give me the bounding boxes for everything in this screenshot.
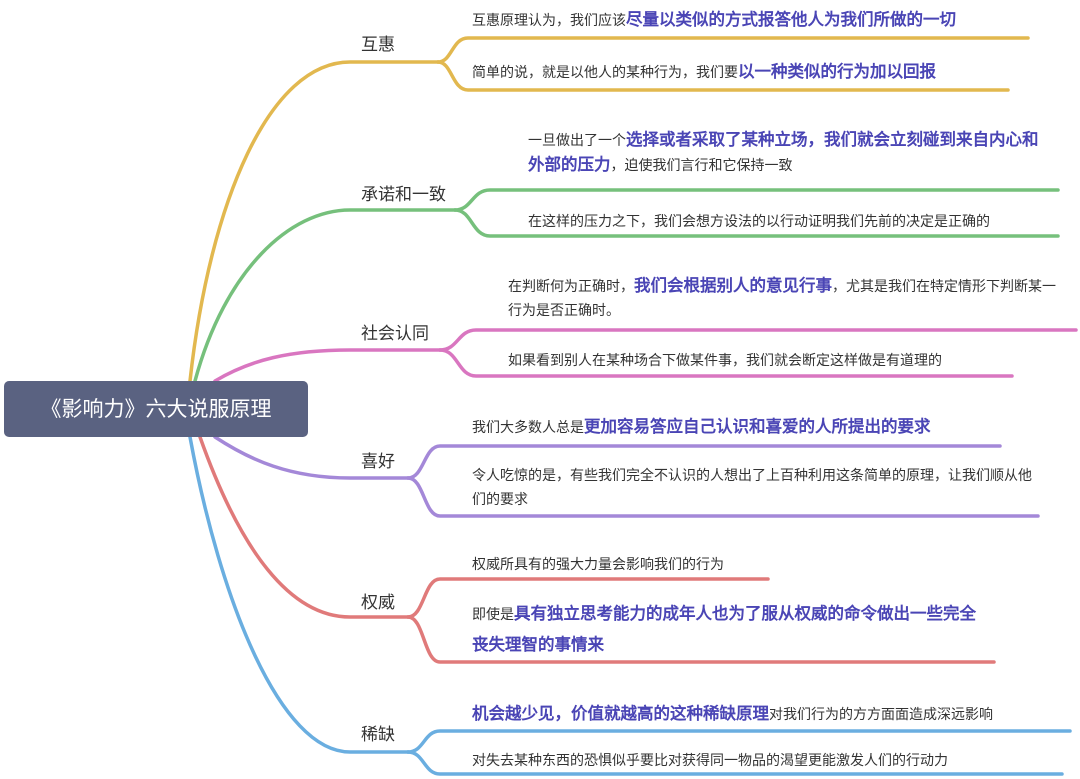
leaf-connector-4b [406,476,1040,518]
leaf-connector-5b [406,615,996,664]
leaf-reciprocity-2[interactable]: 简单的说，就是以他人的某种行为，我们要以一种类似的行为加以回报 [472,60,936,85]
root-connector-6 [188,435,410,754]
root-connector-1 [188,60,440,383]
leaf-connector-1b [436,60,1010,92]
leaf-commitment-1[interactable]: 一旦做出了一个选择或者采取了某种立场，我们就会立刻碰到来自内心和外部的压力，迫使… [528,128,1053,178]
leaf-connector-2a [453,188,1060,212]
body-text: 对我们行为的方方面面造成深远影响 [769,707,993,723]
body-text: 权威所具有的强大力量会影响我们的行为 [472,557,724,573]
highlight-text: 我们会根据别人的意见行事 [634,276,832,295]
branch-commitment-consistency[interactable]: 承诺和一致 [361,185,446,205]
body-text: ，尤其是我们在特定情形下判断某一行为是否正确时。 [508,279,1056,319]
leaf-commitment-2[interactable]: 在这样的压力之下，我们会想方设法的以行动证明我们先前的决定是正确的 [528,210,990,234]
leaf-connector-4a [406,444,1002,480]
highlight-text: 更加容易答应自己认识和喜爱的人所提出的要求 [584,417,931,436]
body-text: 对失去某种东西的恐惧似乎要比对获得同一物品的渴望更能激发人们的行动力 [472,753,948,769]
leaf-social-proof-1[interactable]: 在判断何为正确时，我们会根据别人的意见行事，尤其是我们在特定情形下判断某一行为是… [508,274,1066,323]
leaf-social-proof-2[interactable]: 如果看到别人在某种场合下做某件事，我们就会断定这样做是有道理的 [508,349,942,373]
branch-scarcity[interactable]: 稀缺 [361,725,395,745]
leaf-scarcity-1[interactable]: 机会越少见，价值就越高的这种稀缺原理对我们行为的方方面面造成深远影响 [472,702,993,727]
highlight-text: 选择或者采取了某种立场，我们就会立刻碰到来自内心和外部的压力 [528,130,1039,174]
root-connector-5 [198,435,410,619]
highlight-text: 具有独立思考能力的成年人也为了服从权威的命令做出一些完全丧失理智的事情来 [472,604,976,654]
body-text: 我们大多数人总是 [472,420,584,436]
branch-liking[interactable]: 喜好 [361,452,395,472]
leaf-connector-3b [438,348,1014,378]
leaf-connector-3a [438,328,1078,352]
leaf-reciprocity-1[interactable]: 互惠原理认为，我们应该尽量以类似的方式报答他人为我们所做的一切 [472,8,956,33]
leaf-scarcity-2[interactable]: 对失去某种东西的恐惧似乎要比对获得同一物品的渴望更能激发人们的行动力 [472,749,948,773]
highlight-text: 机会越少见，价值就越高的这种稀缺原理 [472,704,769,723]
body-text: 在判断何为正确时， [508,279,634,295]
body-text: 互惠原理认为，我们应该 [472,13,626,29]
highlight-text: 以一种类似的行为加以回报 [738,62,936,81]
body-text: 在这样的压力之下，我们会想方设法的以行动证明我们先前的决定是正确的 [528,214,990,230]
root-connector-4 [213,435,410,480]
leaf-connector-1a [436,36,1030,64]
branch-reciprocity[interactable]: 互惠 [361,35,395,55]
highlight-text: 尽量以类似的方式报答他人为我们所做的一切 [626,10,956,29]
body-text: 即使是 [472,607,514,623]
leaf-authority-1[interactable]: 权威所具有的强大力量会影响我们的行为 [472,553,724,577]
leaf-connector-5a [406,577,770,619]
body-text: 令人吃惊的是，有些我们完全不认识的人想出了上百种利用这条简单的原理，让我们顺从他… [472,468,1032,508]
body-text: 简单的说，就是以他人的某种行为，我们要 [472,65,738,81]
branch-social-proof[interactable]: 社会认同 [361,324,429,344]
body-text: 如果看到别人在某种场合下做某件事，我们就会断定这样做是有道理的 [508,353,942,369]
branch-authority[interactable]: 权威 [361,593,395,613]
body-text: ，迫使我们言行和它保持一致 [610,158,793,174]
root-connector-3 [213,348,442,383]
leaf-connector-6b [406,750,1064,776]
central-topic[interactable]: 《影响力》六大说服原理 [4,381,308,437]
leaf-connector-2b [453,208,1060,238]
leaf-liking-1[interactable]: 我们大多数人总是更加容易答应自己认识和喜爱的人所提出的要求 [472,415,931,440]
root-connector-2 [193,208,457,383]
leaf-liking-2[interactable]: 令人吃惊的是，有些我们完全不认识的人想出了上百种利用这条简单的原理，让我们顺从他… [472,464,1032,512]
body-text: 一旦做出了一个 [528,133,626,149]
leaf-authority-2[interactable]: 即使是具有独立思考能力的成年人也为了服从权威的命令做出一些完全丧失理智的事情来 [472,599,992,661]
